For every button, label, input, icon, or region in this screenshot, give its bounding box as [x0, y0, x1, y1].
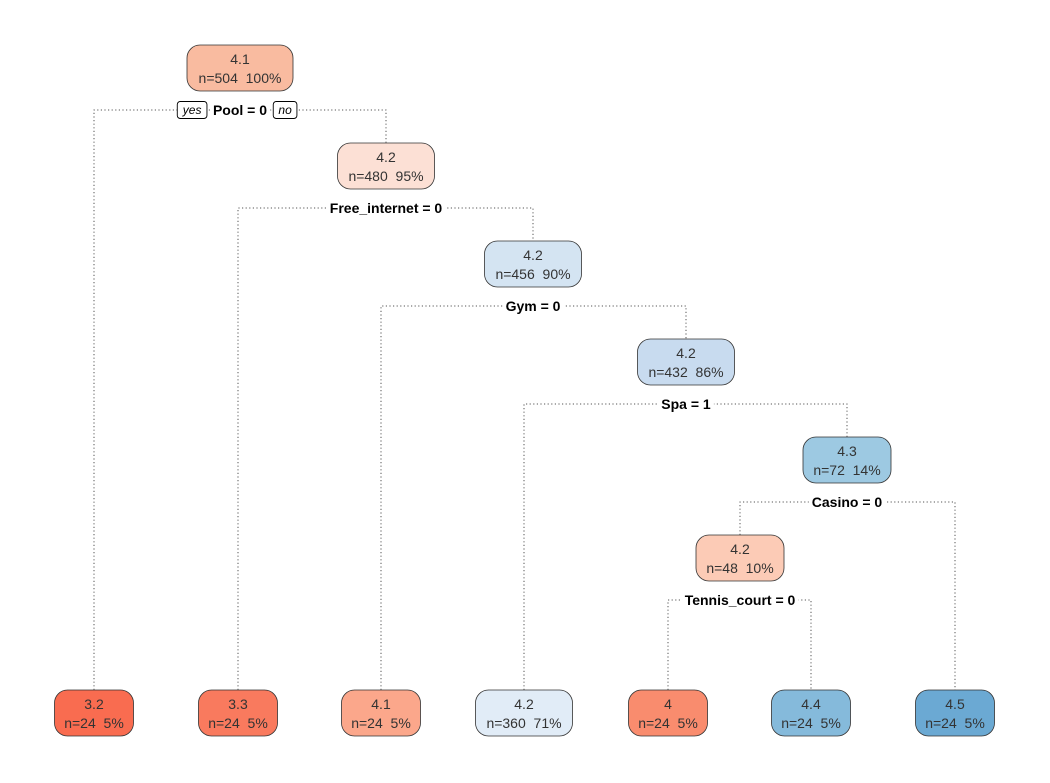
no-tag-text: no — [278, 103, 292, 117]
node-value: 4.3 — [837, 443, 857, 459]
leaf-node: 4.4 n=24 5% — [771, 689, 851, 737]
node-box — [802, 436, 892, 484]
split-label: Casino = 0 — [808, 494, 886, 510]
split-rule-text: Gym = 0 — [506, 298, 561, 314]
node-value: 3.2 — [84, 696, 104, 712]
split-label-background — [658, 396, 714, 412]
node-stats: n=48 10% — [706, 560, 773, 576]
node-value: 3.3 — [228, 696, 248, 712]
node-value: 4.1 — [371, 696, 391, 712]
node-box — [637, 338, 735, 386]
leaf-node: 4 n=24 5% — [628, 689, 708, 737]
node-stats: n=480 95% — [348, 168, 423, 184]
yes-tag-text: yes — [182, 103, 202, 117]
node-box — [695, 534, 785, 582]
leaf-node: 4.5 n=24 5% — [915, 689, 995, 737]
node-value: 4.5 — [945, 696, 965, 712]
split-node: 4.2 n=432 86% — [637, 338, 735, 386]
split-node: 4.3 n=72 14% — [802, 436, 892, 484]
leaf-node: 4.1 n=24 5% — [341, 689, 421, 737]
node-value: 4.2 — [730, 541, 750, 557]
node-box — [628, 689, 708, 737]
node-value: 4.4 — [801, 696, 821, 712]
no-tag: no — [272, 101, 298, 119]
edge-layer — [93, 109, 956, 690]
split-label-background — [326, 200, 446, 216]
leaf-node: 3.3 n=24 5% — [198, 689, 278, 737]
node-stats: n=24 5% — [925, 715, 985, 731]
node-box — [915, 689, 995, 737]
node-box — [484, 240, 582, 288]
node-box — [337, 142, 435, 190]
split-label-background — [808, 494, 886, 510]
split-label: Free_internet = 0 — [326, 200, 446, 216]
node-stats: n=456 90% — [495, 266, 570, 282]
split-rule-text: Pool = 0 — [213, 102, 267, 118]
split-rule-text: Casino = 0 — [812, 494, 883, 510]
split-node: 4.2 n=456 90% — [484, 240, 582, 288]
split-node: 4.2 n=480 95% — [337, 142, 435, 190]
node-box — [475, 689, 573, 737]
yes-tag: yes — [176, 101, 208, 119]
yes-tag-box — [176, 101, 208, 119]
split-label-background — [502, 298, 564, 314]
split-node: 4.2 n=48 10% — [695, 534, 785, 582]
node-stats: n=24 5% — [208, 715, 268, 731]
split-label-background — [681, 592, 799, 608]
node-value: 4.2 — [676, 345, 696, 361]
node-box — [54, 689, 134, 737]
node-value: 4.2 — [376, 149, 396, 165]
split-rule-text: Spa = 1 — [661, 396, 711, 412]
split-rule-text: Tennis_court = 0 — [685, 592, 796, 608]
split-label: Tennis_court = 0 — [681, 592, 799, 608]
node-value: 4.2 — [523, 247, 543, 263]
node-value: 4.1 — [230, 51, 250, 67]
node-value: 4.2 — [514, 696, 534, 712]
node-box — [341, 689, 421, 737]
node-stats: n=72 14% — [813, 462, 880, 478]
tree-edge — [667, 599, 812, 690]
node-stats: n=432 86% — [648, 364, 723, 380]
split-node: 4.1 n=504 100% — [186, 44, 294, 92]
node-stats: n=24 5% — [351, 715, 411, 731]
split-rule-text: Free_internet = 0 — [330, 200, 443, 216]
node-stats: n=24 5% — [781, 715, 841, 731]
node-box — [771, 689, 851, 737]
node-box — [186, 44, 294, 92]
tree-edge — [93, 109, 387, 690]
leaf-node: 4.2 n=360 71% — [475, 689, 573, 737]
split-label-background — [209, 102, 271, 118]
node-layer: 4.1n=504 100%4.2n=480 95%4.2n=456 90%4.2… — [54, 44, 995, 737]
node-stats: n=24 5% — [638, 715, 698, 731]
node-stats: n=24 5% — [64, 715, 124, 731]
split-label: Gym = 0 — [502, 298, 564, 314]
no-tag-box — [272, 101, 298, 119]
node-value: 4 — [664, 696, 672, 712]
node-stats: n=504 100% — [199, 70, 282, 86]
node-stats: n=360 71% — [486, 715, 561, 731]
node-box — [198, 689, 278, 737]
split-label: Pool = 0 — [209, 102, 271, 118]
split-label: Spa = 1 — [658, 396, 714, 412]
leaf-node: 3.2 n=24 5% — [54, 689, 134, 737]
tree-edge — [523, 403, 848, 690]
